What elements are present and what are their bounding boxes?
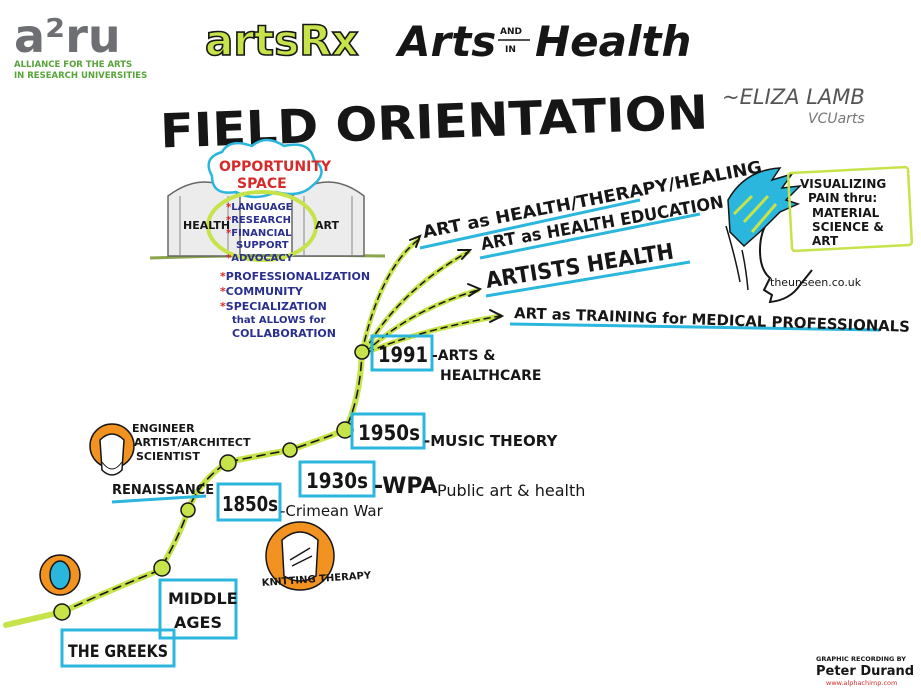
note-arts-and: -ARTS & xyxy=(432,348,496,364)
visualizing-credit: theunseen.co.uk xyxy=(770,276,862,289)
speaker-name: ~ELIZA LAMB xyxy=(722,85,865,109)
bullet-professionalization: *PROFESSIONALIZATION xyxy=(220,270,370,283)
logo-mark: a²ru xyxy=(14,9,121,63)
art-silo-label: ART xyxy=(315,219,339,232)
bullet-language: *LANGUAGE xyxy=(226,202,293,213)
visualizing-line-5: ART xyxy=(812,234,839,248)
note-healthcare: HEALTHCARE xyxy=(440,368,541,384)
credit-line-2: Peter Durand xyxy=(816,664,914,679)
node-1991 xyxy=(354,344,370,360)
note-wpa: -WPA xyxy=(374,474,438,499)
role-engineer: ENGINEER xyxy=(132,422,195,435)
node-middle-ages xyxy=(153,559,171,577)
a2ru-logo: a²ru ALLIANCE FOR THE ARTS IN RESEARCH U… xyxy=(14,9,147,81)
bullet-specialization: *SPECIALIZATION xyxy=(220,300,327,313)
node-greeks xyxy=(53,603,71,621)
era-1850s: 1850s -Crimean War KNITTING THERAPY xyxy=(216,482,384,591)
era-1930s: 1930s -WPA Public art & health xyxy=(298,460,585,500)
bullet-advocacy: *ADVOCACY xyxy=(226,253,294,264)
health-silo-label: HEALTH xyxy=(183,219,230,232)
visualizing-line-4: SCIENCE & xyxy=(812,220,884,234)
node-1930s xyxy=(282,442,298,458)
note-music-theory: -MUSIC THEORY xyxy=(424,432,558,450)
node-renaissance-low xyxy=(180,502,196,518)
opportunity-space: OPPORTUNITY SPACE HEALTH ART *LANGUAGE *… xyxy=(149,138,386,340)
year-1950s: 1950s xyxy=(358,421,420,445)
node-renaissance xyxy=(219,454,237,472)
credit-line-1: GRAPHIC RECORDING BY xyxy=(816,655,906,663)
graphic-recording-credit: GRAPHIC RECORDING BY Peter Durand www.al… xyxy=(816,655,914,687)
label-middle: MIDDLE xyxy=(168,589,238,608)
brand-title-health: Health xyxy=(535,17,691,66)
era-greeks: THE GREEKS xyxy=(39,554,176,668)
era-renaissance: ENGINEER ARTIST/ARCHITECT SCIENTIST RENA… xyxy=(89,422,251,504)
brand-artsrx: artsRx xyxy=(205,16,359,65)
visualizing-line-3: MATERIAL xyxy=(812,206,880,220)
branch-medical-training: ART as TRAINING for MEDICAL PROFESSIONAL… xyxy=(514,304,910,336)
credit-line-3: www.alphachimp.com xyxy=(826,679,897,687)
branch-arrows xyxy=(359,234,505,355)
opportunity-title-2: SPACE xyxy=(237,176,287,192)
opportunity-inner-list: *LANGUAGE *RESEARCH *FINANCIAL SUPPORT *… xyxy=(226,202,294,264)
year-1930s: 1930s xyxy=(306,469,368,493)
bullet-research: *RESEARCH xyxy=(226,215,291,226)
bullet-community: *COMMUNITY xyxy=(220,285,304,298)
logo-line-2: IN RESEARCH UNIVERSITIES xyxy=(14,71,147,81)
era-1991: 1991 -ARTS & HEALTHCARE xyxy=(370,334,541,384)
label-renaissance: RENAISSANCE xyxy=(112,483,214,498)
note-public-art: Public art & health xyxy=(437,481,585,500)
note-crimean-war: -Crimean War xyxy=(280,502,384,520)
bullet-collaboration: COLLABORATION xyxy=(232,327,336,340)
visualizing-pain-illustration: VISUALIZING PAIN thru: MATERIAL SCIENCE … xyxy=(725,165,914,304)
era-1950s: 1950s -MUSIC THEORY xyxy=(350,412,558,450)
speaker-org: VCUarts xyxy=(808,111,865,127)
bullet-allows-for: that ALLOWS for xyxy=(232,315,325,326)
timeline-nodes xyxy=(53,344,370,621)
role-scientist: SCIENTIST xyxy=(136,450,200,463)
brand-and: AND xyxy=(500,27,522,37)
visualizing-line-1: VISUALIZING xyxy=(800,177,886,191)
opportunity-title-1: OPPORTUNITY xyxy=(219,159,332,175)
artsrx-brand: artsRx Arts AND IN Health xyxy=(204,15,691,66)
era-middle-ages: MIDDLE AGES xyxy=(158,578,238,640)
brand-title-arts: Arts xyxy=(395,17,496,66)
role-artist-architect: ARTIST/ARCHITECT xyxy=(134,436,251,449)
bullet-financial: *FINANCIAL xyxy=(226,228,292,239)
visualizing-line-2: PAIN thru: xyxy=(808,191,877,205)
opportunity-outer-list: *PROFESSIONALIZATION *COMMUNITY *SPECIAL… xyxy=(220,270,370,340)
year-1850s: 1850s xyxy=(222,492,278,516)
brand-in: IN xyxy=(505,45,516,55)
year-1991: 1991 xyxy=(378,343,428,367)
bullet-support: SUPPORT xyxy=(236,240,289,251)
logo-line-1: ALLIANCE FOR THE ARTS xyxy=(14,60,132,70)
label-ages: AGES xyxy=(174,613,222,632)
label-the-greeks: THE GREEKS xyxy=(68,642,168,662)
